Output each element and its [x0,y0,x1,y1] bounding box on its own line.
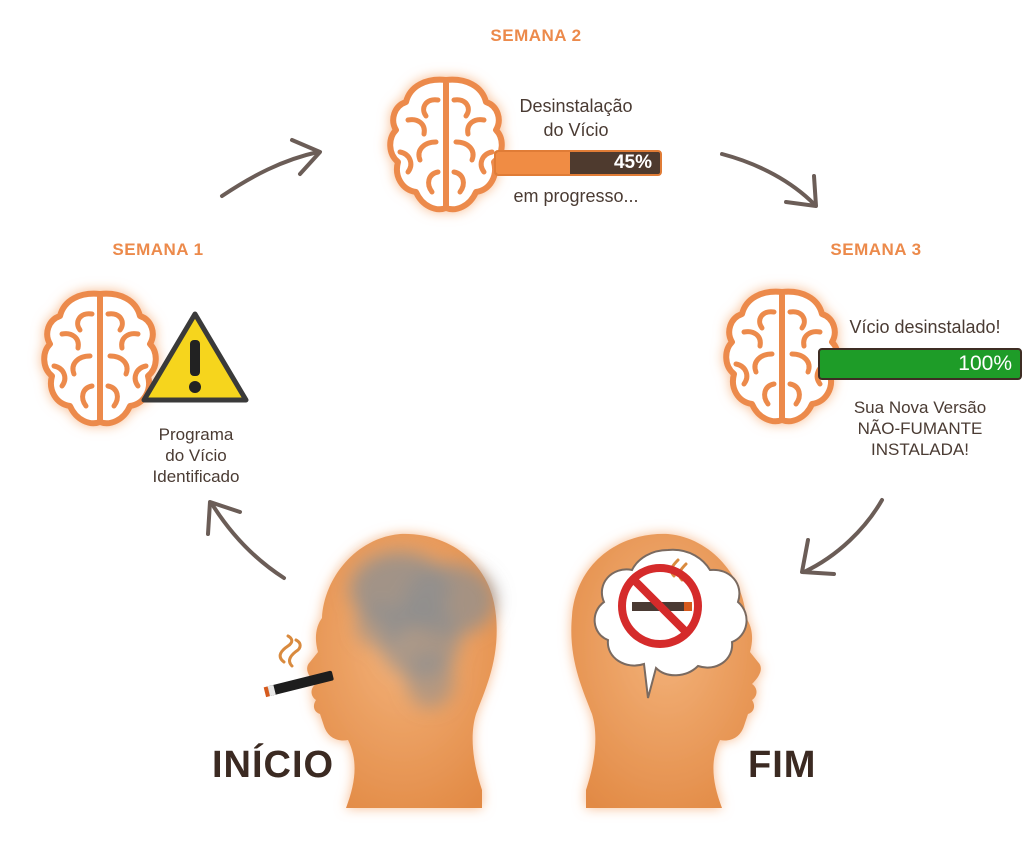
week2-heading: Desinstalação do Vício [492,94,660,142]
week1-text-line: Programa [158,425,234,444]
end-label: FIM [748,744,817,786]
week3-text-line: INSTALADA! [871,440,969,459]
week3-progress-label: 100% [958,352,1012,375]
week3-title: SEMANA 3 [830,240,922,259]
week3-text-line: Sua Nova Versão [853,398,987,417]
week3-progress-fill [820,350,1020,378]
week3-text: Sua Nova Versão NÃO-FUMANTE INSTALADA! [820,397,1020,460]
week1-text: Programa do Vício Identificado [124,424,268,487]
week3-progress-bar: 100% [818,348,1022,380]
cigarette-icon [263,634,334,698]
no-smoking-icon [618,558,702,648]
week1-text-line: do Vício [165,446,227,465]
week3-text-line: NÃO-FUMANTE [857,419,983,438]
week2-progress-label: 45% [613,152,652,173]
start-label: INÍCIO [212,744,335,786]
week2-heading-line: do Vício [543,120,609,140]
week2-progress-bar: 45% [494,150,662,176]
smoke-icon [350,552,496,708]
week3-heading: Vício desinstalado! [849,317,1001,337]
thought-bubble [593,548,748,699]
week2-status: em progresso... [513,186,639,206]
warning-icon [141,311,249,403]
week2-heading-line: Desinstalação [519,96,633,116]
week1-title: SEMANA 1 [112,240,204,259]
week2-title: SEMANA 2 [490,26,582,45]
brain-icon [386,72,506,222]
week1-text-line: Identificado [152,467,240,486]
week2-progress-fill [496,152,570,174]
